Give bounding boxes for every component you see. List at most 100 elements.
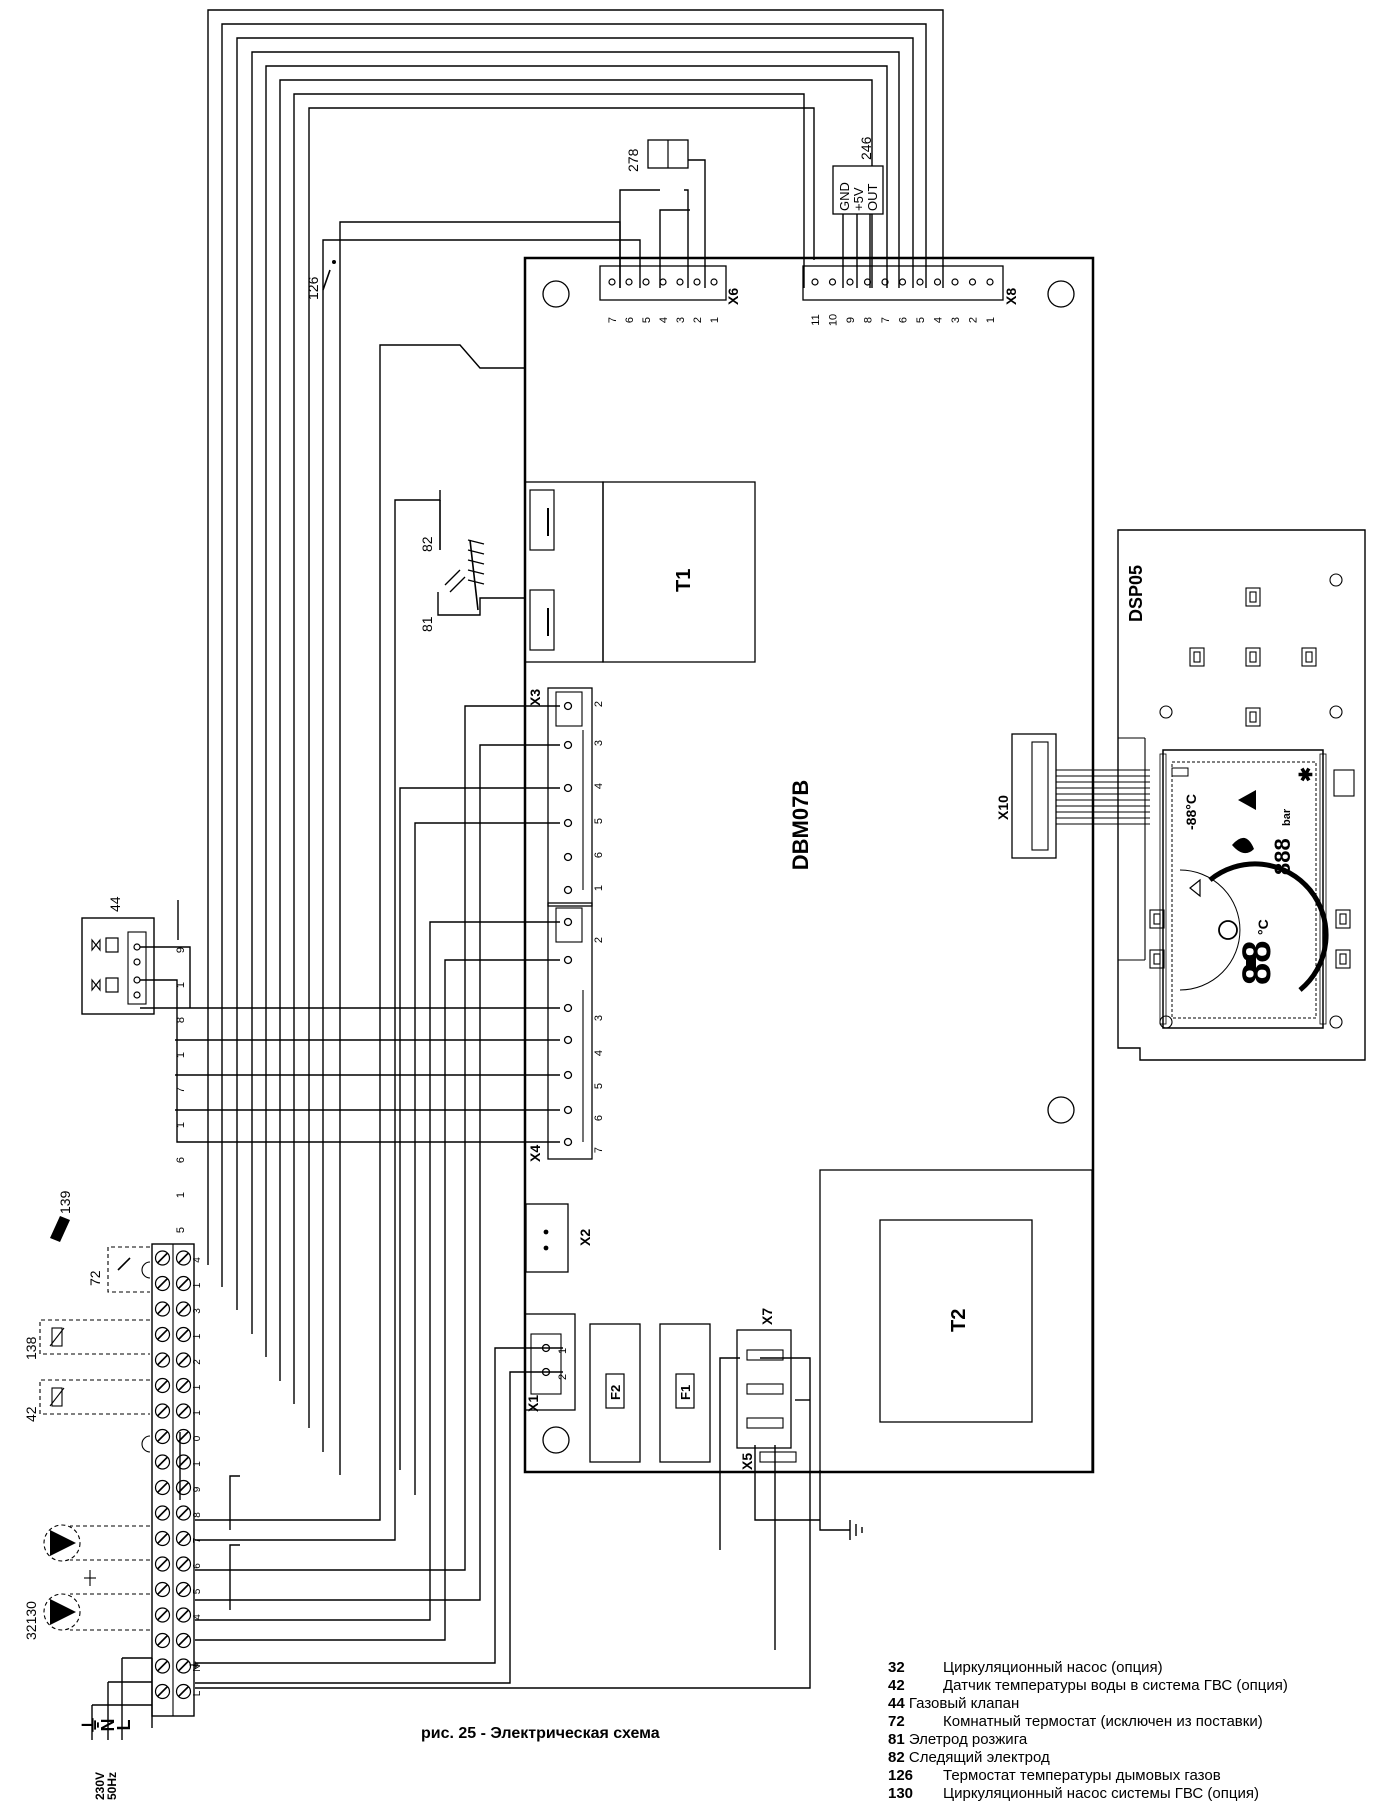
pin-contact bbox=[642, 278, 650, 286]
legend-number: 44 bbox=[888, 1695, 905, 1712]
legend-number: 130 bbox=[888, 1785, 914, 1802]
pin-contact bbox=[828, 278, 837, 286]
pin-contact bbox=[154, 1250, 171, 1266]
x1-pin-1: 1 bbox=[557, 1348, 569, 1354]
figure-caption: рис. 25 - Электрическая схема bbox=[421, 1725, 660, 1742]
screw-slot bbox=[156, 1609, 169, 1621]
legend-text: Газовый клапан bbox=[908, 1695, 1020, 1712]
screw-slot bbox=[177, 1532, 190, 1545]
legend-text: Следящий электрод bbox=[908, 1749, 1050, 1766]
x8-pin: 11 bbox=[810, 314, 822, 325]
transformer-t2: T2 bbox=[819, 1169, 1093, 1473]
x3-pin: 3 bbox=[593, 740, 605, 746]
sensor-pin-out: OUT bbox=[865, 184, 880, 212]
x8-pin: 2 bbox=[968, 317, 980, 323]
sensor-42: 42 bbox=[23, 1379, 151, 1453]
screw-slot bbox=[177, 1507, 190, 1519]
x6-pin: 3 bbox=[675, 317, 687, 323]
mount-hole bbox=[542, 1426, 570, 1454]
sensor-246: GND +5V OUT 246 bbox=[832, 136, 884, 215]
terminal-label: 1 bbox=[192, 1410, 203, 1416]
house-icon bbox=[1238, 790, 1256, 810]
screw-slot bbox=[177, 1328, 190, 1341]
legend-text: Комнатный термостат (исключен из поставк… bbox=[943, 1713, 1263, 1730]
x8-pin: 5 bbox=[915, 317, 927, 323]
x4-pin: 2 bbox=[593, 937, 605, 943]
label-278: 278 bbox=[625, 148, 641, 172]
label-82: 82 bbox=[419, 536, 435, 552]
valve-pin: 5 bbox=[175, 1227, 187, 1233]
screw-slot bbox=[177, 1277, 190, 1290]
x8-pin: 3 bbox=[950, 317, 962, 323]
label-138: 138 bbox=[23, 1336, 39, 1360]
valve-pin: 1 bbox=[175, 1192, 187, 1198]
mount-hole bbox=[1047, 1096, 1075, 1124]
lcd-panel: -88°C 888 bar 88 °C ✱ bbox=[1159, 749, 1329, 1029]
screw-slot bbox=[156, 1303, 169, 1315]
pin-contact bbox=[175, 1581, 192, 1598]
pin-contact bbox=[175, 1352, 192, 1368]
earth-symbol bbox=[819, 1470, 863, 1540]
x1-pin-2: 2 bbox=[557, 1374, 569, 1380]
terminal-label: 1 bbox=[192, 1282, 203, 1288]
x6-pin: 6 bbox=[624, 317, 636, 323]
screw-slot bbox=[156, 1277, 169, 1290]
x6-pin: 1 bbox=[709, 317, 721, 323]
label-246: 246 bbox=[858, 136, 874, 160]
mains-input: ⏚ N L 230V 50Hz bbox=[80, 1715, 134, 1800]
screw-slot bbox=[177, 1660, 190, 1672]
x8-pin: 6 bbox=[898, 317, 910, 323]
main-board: DBM07B bbox=[523, 256, 1095, 1474]
connector-x7: X7 bbox=[736, 1308, 792, 1449]
capacitor bbox=[1333, 769, 1355, 797]
valve-pin: 6 bbox=[175, 1157, 187, 1163]
pin-contact bbox=[154, 1479, 171, 1496]
terminal-label: 8 bbox=[192, 1512, 203, 1518]
pin-contact bbox=[693, 278, 701, 286]
terminal-label: 4 bbox=[192, 1614, 203, 1620]
label-139: 139 bbox=[57, 1190, 73, 1214]
x4-pin: 3 bbox=[593, 1015, 605, 1021]
screw-slot bbox=[156, 1252, 169, 1264]
terminal-label: 7 bbox=[192, 1537, 203, 1543]
electrodes: 82 81 bbox=[419, 500, 485, 632]
fuse-f1: F1 bbox=[659, 1323, 711, 1463]
terminal-label: 2 bbox=[192, 1359, 203, 1365]
f1-label: F1 bbox=[678, 1385, 693, 1400]
mains-l: L bbox=[114, 1720, 134, 1731]
pin-contact bbox=[175, 1632, 192, 1649]
thermostat-126: 126 bbox=[305, 260, 336, 300]
legend-number: 126 bbox=[888, 1767, 914, 1784]
pin-contact bbox=[968, 278, 977, 286]
screw-slot bbox=[156, 1481, 169, 1494]
pin-contact bbox=[710, 278, 718, 286]
pin-contact bbox=[933, 278, 942, 286]
pin-contact bbox=[175, 1683, 192, 1700]
pin-contact bbox=[608, 278, 616, 286]
screw-slot bbox=[177, 1481, 190, 1494]
pin-contact bbox=[898, 278, 907, 286]
terminal-label: 1 bbox=[192, 1461, 203, 1467]
screw-slot bbox=[156, 1532, 169, 1545]
pin-contact bbox=[863, 278, 872, 286]
screw-slot bbox=[156, 1354, 169, 1366]
terminal-label: 6 bbox=[192, 1563, 203, 1569]
legend-item: 81 Элетрод розжига bbox=[888, 1731, 1388, 1749]
flame-icon bbox=[1232, 837, 1254, 854]
x4-pin: 6 bbox=[593, 1115, 605, 1121]
pin-contact bbox=[175, 1658, 192, 1674]
display-buttons bbox=[1149, 587, 1351, 969]
terminal-label: L bbox=[192, 1690, 203, 1696]
sensor-pin-5v: +5V bbox=[851, 187, 866, 211]
terminal-earth-label: ⏚ bbox=[189, 1660, 201, 1670]
lcd-big-temp: 88 bbox=[1235, 941, 1279, 986]
pin-contact bbox=[175, 1403, 192, 1419]
pin-contact bbox=[175, 1556, 192, 1572]
legend-number: 42 bbox=[888, 1677, 905, 1694]
